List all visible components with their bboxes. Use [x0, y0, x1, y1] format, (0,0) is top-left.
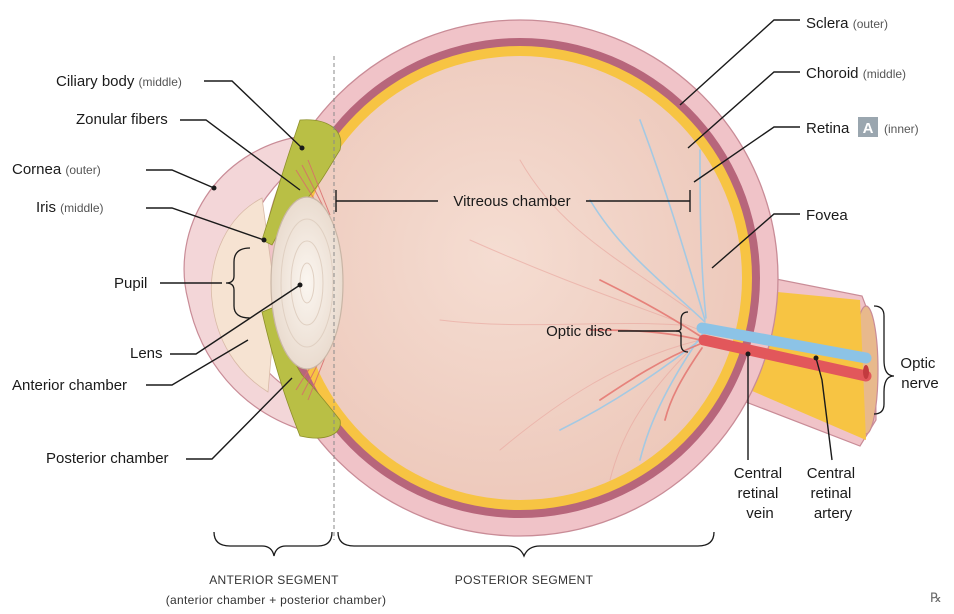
- iris-label: Iris (middle): [36, 199, 104, 216]
- cornea-label: Cornea (outer): [12, 161, 101, 178]
- lens-dot: [298, 283, 303, 288]
- optic-nerve-label: Optic nerve: [900, 355, 939, 392]
- lens: [271, 197, 343, 369]
- central-retinal-artery-label: Central retinal artery: [807, 465, 860, 522]
- retina-qual: (inner): [884, 122, 919, 136]
- cornea-dot: [212, 186, 217, 191]
- anterior-segment-brace: [214, 532, 332, 556]
- anterior-segment-title: ANTERIOR SEGMENT: [209, 573, 339, 587]
- artery-dot: [814, 356, 819, 361]
- sclera-label: Sclera (outer): [806, 15, 888, 32]
- artery-cross-section: [863, 365, 869, 379]
- vein-dot: [746, 352, 751, 357]
- pupil-label: Pupil: [114, 275, 147, 292]
- fovea-label: Fovea: [806, 207, 848, 224]
- cornea-leader: [146, 170, 214, 188]
- ciliary-body-leader: [204, 81, 302, 148]
- iris-dot: [262, 238, 267, 243]
- central-retinal-vein-label: Central retinal vein: [734, 465, 787, 522]
- anterior-chamber-label: Anterior chamber: [12, 377, 127, 394]
- rx-logo: ℞: [930, 591, 942, 606]
- retina-badge-text: A: [863, 120, 874, 137]
- posterior-segment-title: POSTERIOR SEGMENT: [455, 573, 594, 587]
- posterior-chamber-label: Posterior chamber: [46, 450, 169, 467]
- ciliary-body-label: Ciliary body (middle): [56, 73, 182, 90]
- choroid-label: Choroid (middle): [806, 65, 906, 82]
- zonular-fibers-label: Zonular fibers: [76, 111, 168, 128]
- ciliary-body-dot: [300, 146, 305, 151]
- optic-disc-label: Optic disc: [546, 323, 612, 340]
- vitreous-chamber-label: Vitreous chamber: [453, 193, 570, 210]
- retina-label: Retina: [806, 120, 850, 137]
- anterior-segment-detail: (anterior chamber + posterior chamber): [166, 593, 387, 607]
- lens-label: Lens: [130, 345, 163, 362]
